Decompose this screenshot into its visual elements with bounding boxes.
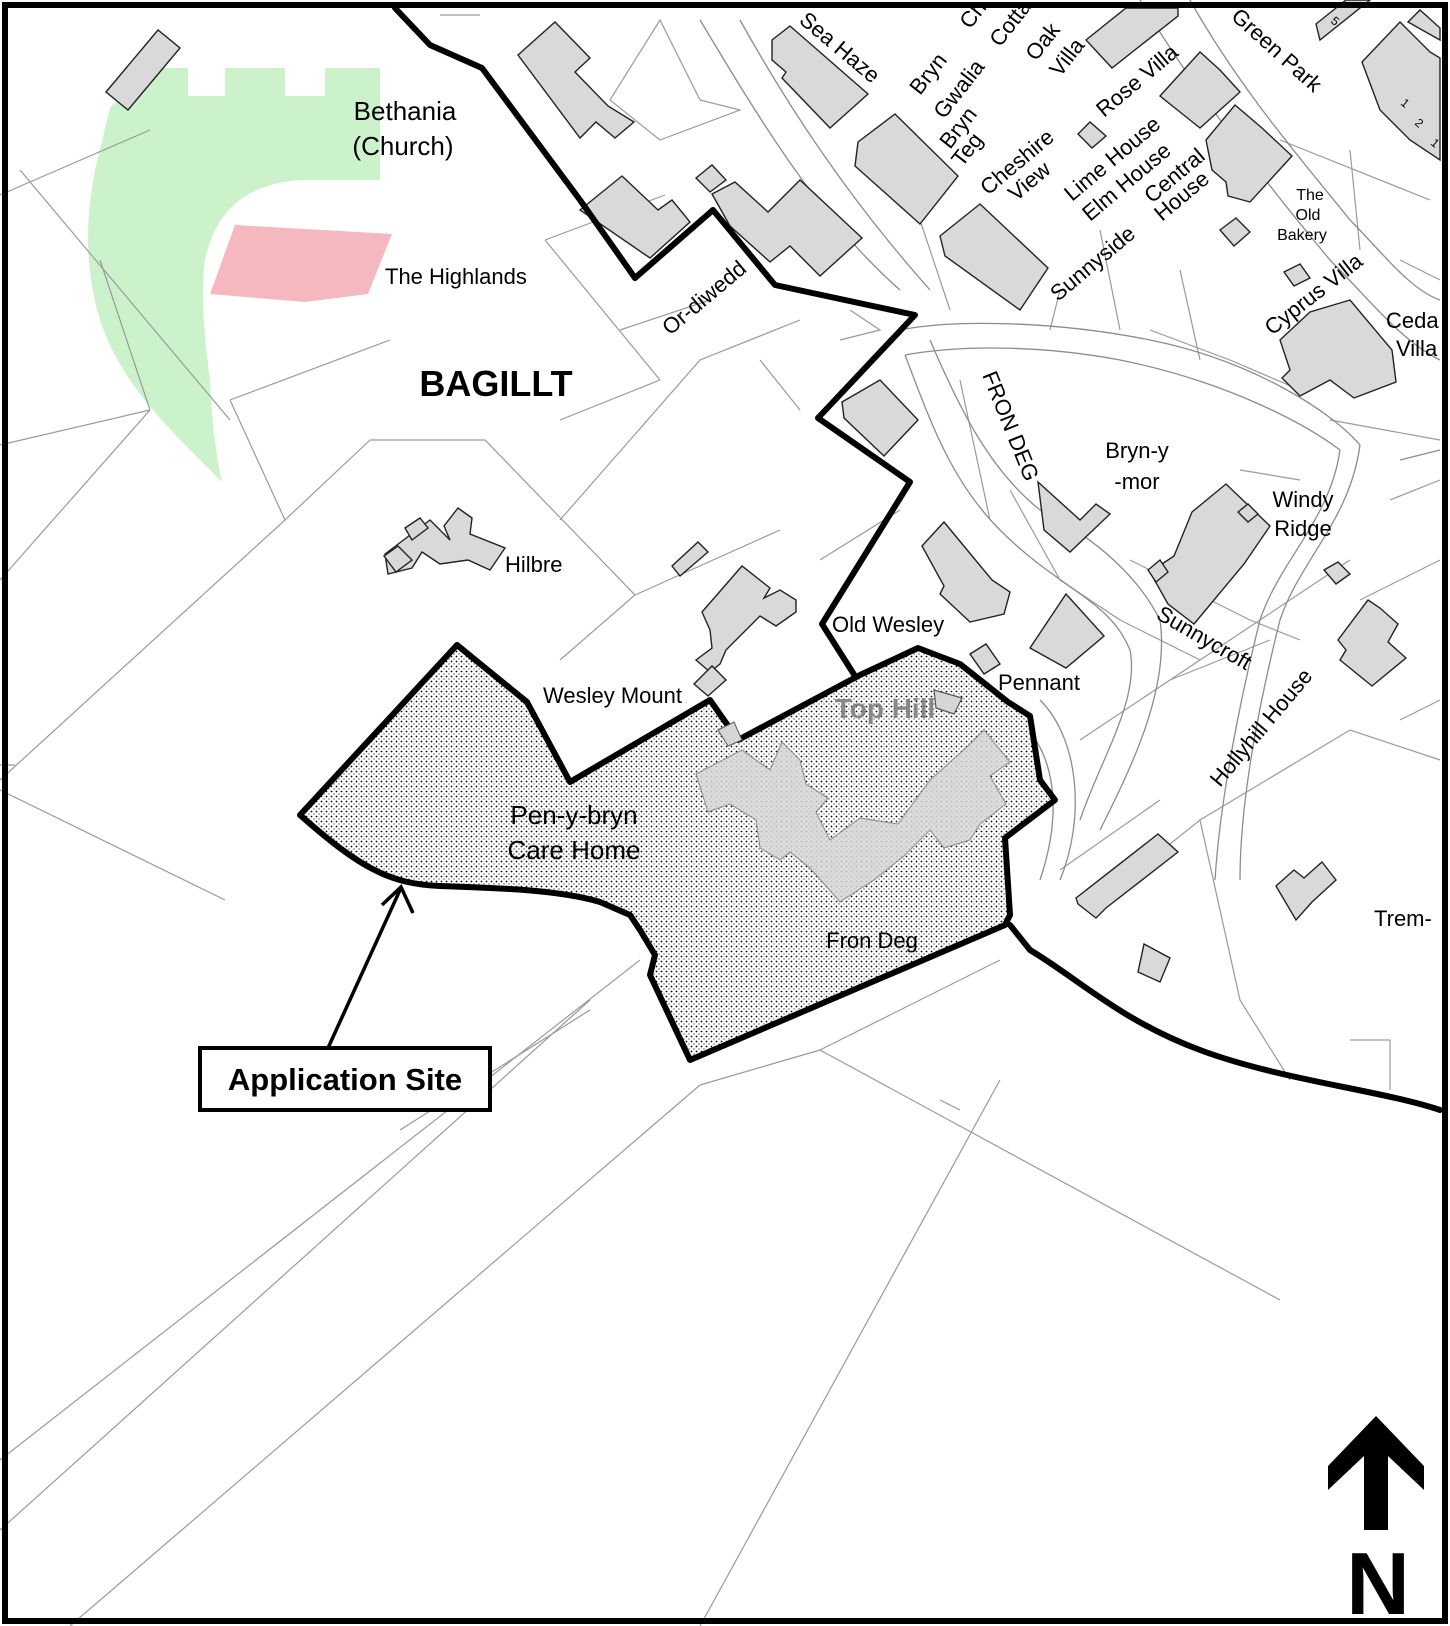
label-pen-y-bryn: Pen-y-bryn — [510, 800, 637, 830]
application-site-callout: Application Site — [198, 1046, 492, 1112]
label-fron-deg-site: Fron Deg — [826, 928, 918, 953]
label-bakery: Bakery — [1277, 227, 1327, 244]
buildings — [105, 0, 1441, 983]
label-bryn-y: Bryn-y — [1105, 438, 1169, 463]
settlement-boundary — [392, 5, 1443, 1113]
label-pennant: Pennant — [998, 670, 1080, 695]
label-mor: -mor — [1114, 469, 1159, 494]
church-grounds — [88, 68, 392, 482]
north-arrow-icon — [1328, 1416, 1424, 1530]
label-top-hill: Top Hill — [835, 693, 936, 724]
label-wesley-mount: Wesley Mount — [543, 683, 682, 708]
settlement-name: BAGILLT — [419, 363, 572, 404]
label-bethania: Bethania — [354, 96, 457, 126]
parcel-lines — [0, 14, 1441, 1626]
label-ridge: Ridge — [1274, 516, 1331, 541]
application-site-label: Application Site — [228, 1062, 462, 1097]
label-old: Old — [1296, 207, 1321, 224]
label-old-wesley: Old Wesley — [832, 612, 944, 637]
label-hilbre: Hilbre — [505, 552, 562, 577]
label-the-highlands: The Highlands — [385, 264, 527, 289]
label-windy: Windy — [1272, 487, 1333, 512]
north-arrow: N — [1328, 1416, 1424, 1626]
callout-arrow — [326, 884, 415, 1049]
label-villa-2: Villa — [1396, 336, 1438, 361]
label-church: (Church) — [352, 131, 453, 161]
label-the: The — [1296, 187, 1324, 204]
label-care-home: Care Home — [508, 835, 641, 865]
north-label: N — [1346, 1534, 1410, 1626]
label-ceda: Ceda — [1386, 308, 1439, 333]
application-site — [297, 642, 1058, 1063]
label-trem: Trem- — [1374, 906, 1432, 931]
